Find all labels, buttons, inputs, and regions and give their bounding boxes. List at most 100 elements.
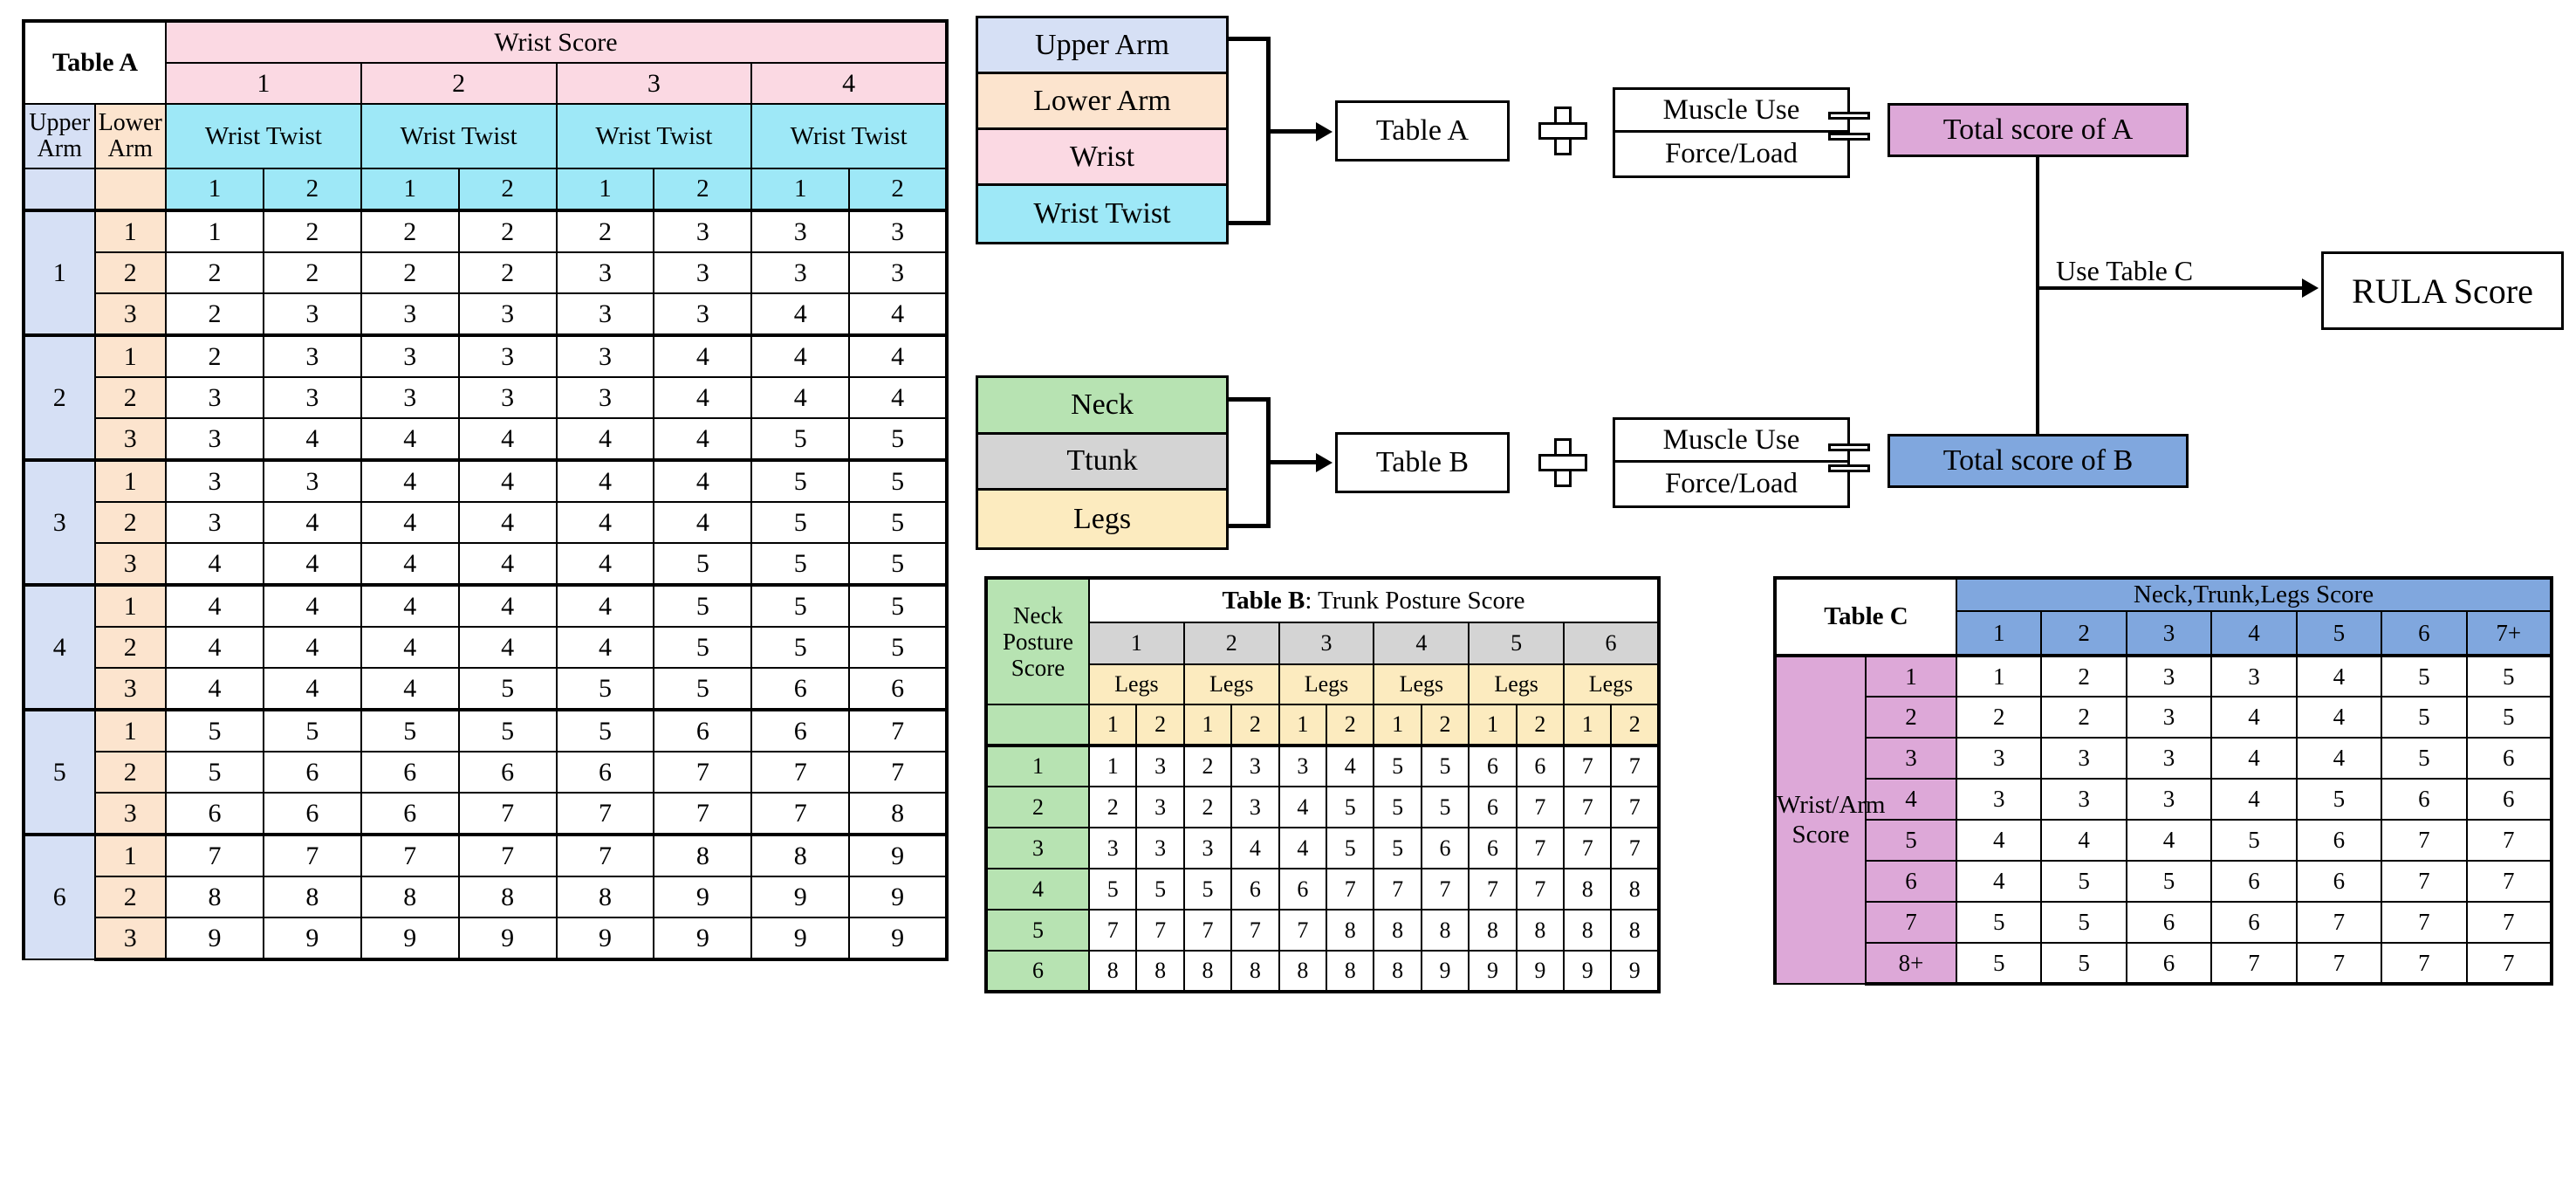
table-c-cell: 5	[2295, 778, 2383, 821]
table-b-cell: 6	[1420, 827, 1470, 869]
wrist-arm-line2: Score	[1792, 820, 1850, 849]
upper-arm-header-spacer	[22, 168, 96, 211]
table-b-cell: 8	[1326, 950, 1375, 993]
legs-col-6: 2	[1326, 704, 1375, 746]
wrist-score-col-4: 4	[750, 62, 949, 105]
group-b-item-neck[interactable]: Neck	[978, 378, 1226, 435]
table-b-cell: 8	[1230, 950, 1280, 993]
wrist-twist-header-3: Wrist Twist	[555, 103, 753, 169]
lower-arm-value: 1	[93, 458, 167, 503]
table-a-cell: 5	[555, 667, 655, 711]
table-c-cell: 4	[1955, 860, 2043, 903]
table-a-cell: 9	[165, 917, 264, 961]
wrist-arm-value: 4	[1865, 778, 1957, 821]
table-b-title: Table B: Trunk Posture Score	[1088, 576, 1661, 623]
group-a-item-upper-arm[interactable]: Upper Arm	[978, 18, 1226, 74]
lower-arm-header-line1: Lower	[98, 108, 162, 136]
table-a-cell: 4	[653, 458, 753, 503]
table-a-cell: 4	[262, 626, 362, 669]
table-a-cell: 9	[457, 917, 558, 961]
table-b-box[interactable]: Table B	[1335, 432, 1510, 493]
table-b-cell: 6	[1468, 786, 1518, 828]
rula-score-box[interactable]: RULA Score	[2321, 251, 2564, 330]
table-a-cell: 4	[653, 376, 753, 419]
group-a-bracket-top	[1229, 37, 1271, 41]
table-c-cell: 3	[2125, 737, 2213, 780]
wrist-twist-col-3: 1	[360, 168, 460, 211]
lower-arm-header-line2: Arm	[107, 135, 153, 162]
lower-arm-value: 3	[93, 917, 167, 961]
table-a-cell: 2	[457, 251, 558, 294]
table-c-cell: 5	[2210, 819, 2298, 862]
muscle-use-row-a: Muscle Use	[1615, 90, 1847, 133]
table-a-cell: 8	[653, 833, 753, 877]
total-score-b-box[interactable]: Total score of B	[1887, 434, 2189, 488]
table-a-cell: 5	[848, 542, 949, 586]
legs-header-6: Legs	[1563, 663, 1661, 705]
upper-arm-group-6: 6	[22, 833, 96, 960]
muscle-use-label-a: Muscle Use	[1662, 93, 1800, 126]
table-b-cell: 4	[1326, 744, 1375, 787]
table-a-cell: 3	[262, 333, 362, 378]
table-a-box[interactable]: Table A	[1335, 100, 1510, 161]
table-a-cell: 5	[750, 626, 851, 669]
table-a-cell: 5	[750, 501, 851, 544]
lower-arm-value: 3	[93, 667, 167, 711]
trunk-posture-col-2: 2	[1182, 622, 1280, 665]
table-a-cell: 4	[750, 333, 851, 378]
table-a-cell: 4	[653, 417, 753, 461]
table-a-cell: 4	[653, 333, 753, 378]
table-a-cell: 6	[555, 751, 655, 794]
table-a-cell: 5	[750, 583, 851, 628]
table-b-cell: 8	[1373, 909, 1422, 952]
group-a-item-wrist-twist[interactable]: Wrist Twist	[978, 186, 1226, 242]
group-b-item-legs[interactable]: Legs	[978, 491, 1226, 547]
table-b-cell: 7	[1515, 827, 1565, 869]
group-a-item-wrist[interactable]: Wrist	[978, 130, 1226, 186]
table-c-cell: 3	[1955, 778, 2043, 821]
wrist-arm-value: 7	[1865, 901, 1957, 944]
upper-arm-group-3: 3	[22, 458, 96, 586]
table-b-cell: 7	[1087, 909, 1138, 952]
total-score-a-box[interactable]: Total score of A	[1887, 103, 2189, 157]
group-a-item-lower-arm[interactable]: Lower Arm	[978, 74, 1226, 130]
table-a-cell: 4	[750, 292, 851, 336]
table-c-cell: 5	[2040, 860, 2127, 903]
table-c-cell: 7	[2465, 942, 2554, 986]
table-c-cell: 4	[2295, 654, 2383, 698]
table-c-cell: 3	[2125, 778, 2213, 821]
table-a-cell: 6	[750, 708, 851, 752]
table-c-cell: 6	[2125, 901, 2213, 944]
table-a-cell: 5	[848, 501, 949, 544]
wrist-twist-col-7: 1	[750, 168, 851, 211]
table-a-cell: 4	[262, 667, 362, 711]
table-c-cell: 6	[2295, 860, 2383, 903]
table-a-cell: 5	[848, 417, 949, 461]
table-c-cell: 4	[2295, 696, 2383, 739]
group-b-item-ttunk[interactable]: Ttunk	[978, 434, 1226, 491]
table-b-cell: 9	[1563, 950, 1613, 993]
table-b-cell: 8	[1278, 950, 1328, 993]
table-a-cell: 4	[457, 417, 558, 461]
table-a-cell: 5	[165, 708, 264, 752]
neck-trunk-legs-score-header: Neck,Trunk,Legs Score	[1956, 576, 2553, 612]
table-a-cell: 9	[848, 876, 949, 918]
table-b-cell: 7	[1563, 827, 1613, 869]
trunk-posture-col-6: 6	[1563, 622, 1661, 665]
neck-posture-value: 1	[984, 744, 1090, 787]
neck-posture-line3: Score	[1011, 655, 1065, 682]
legs-header-5: Legs	[1468, 663, 1565, 705]
muscle-use-row-b: Muscle Use	[1615, 420, 1847, 463]
table-a-cell: 7	[750, 751, 851, 794]
lower-arm-value: 1	[93, 583, 167, 628]
table-b-cell: 8	[1610, 868, 1661, 911]
table-b-cell: 7	[1373, 868, 1422, 911]
table-a-cell: 8	[848, 792, 949, 835]
